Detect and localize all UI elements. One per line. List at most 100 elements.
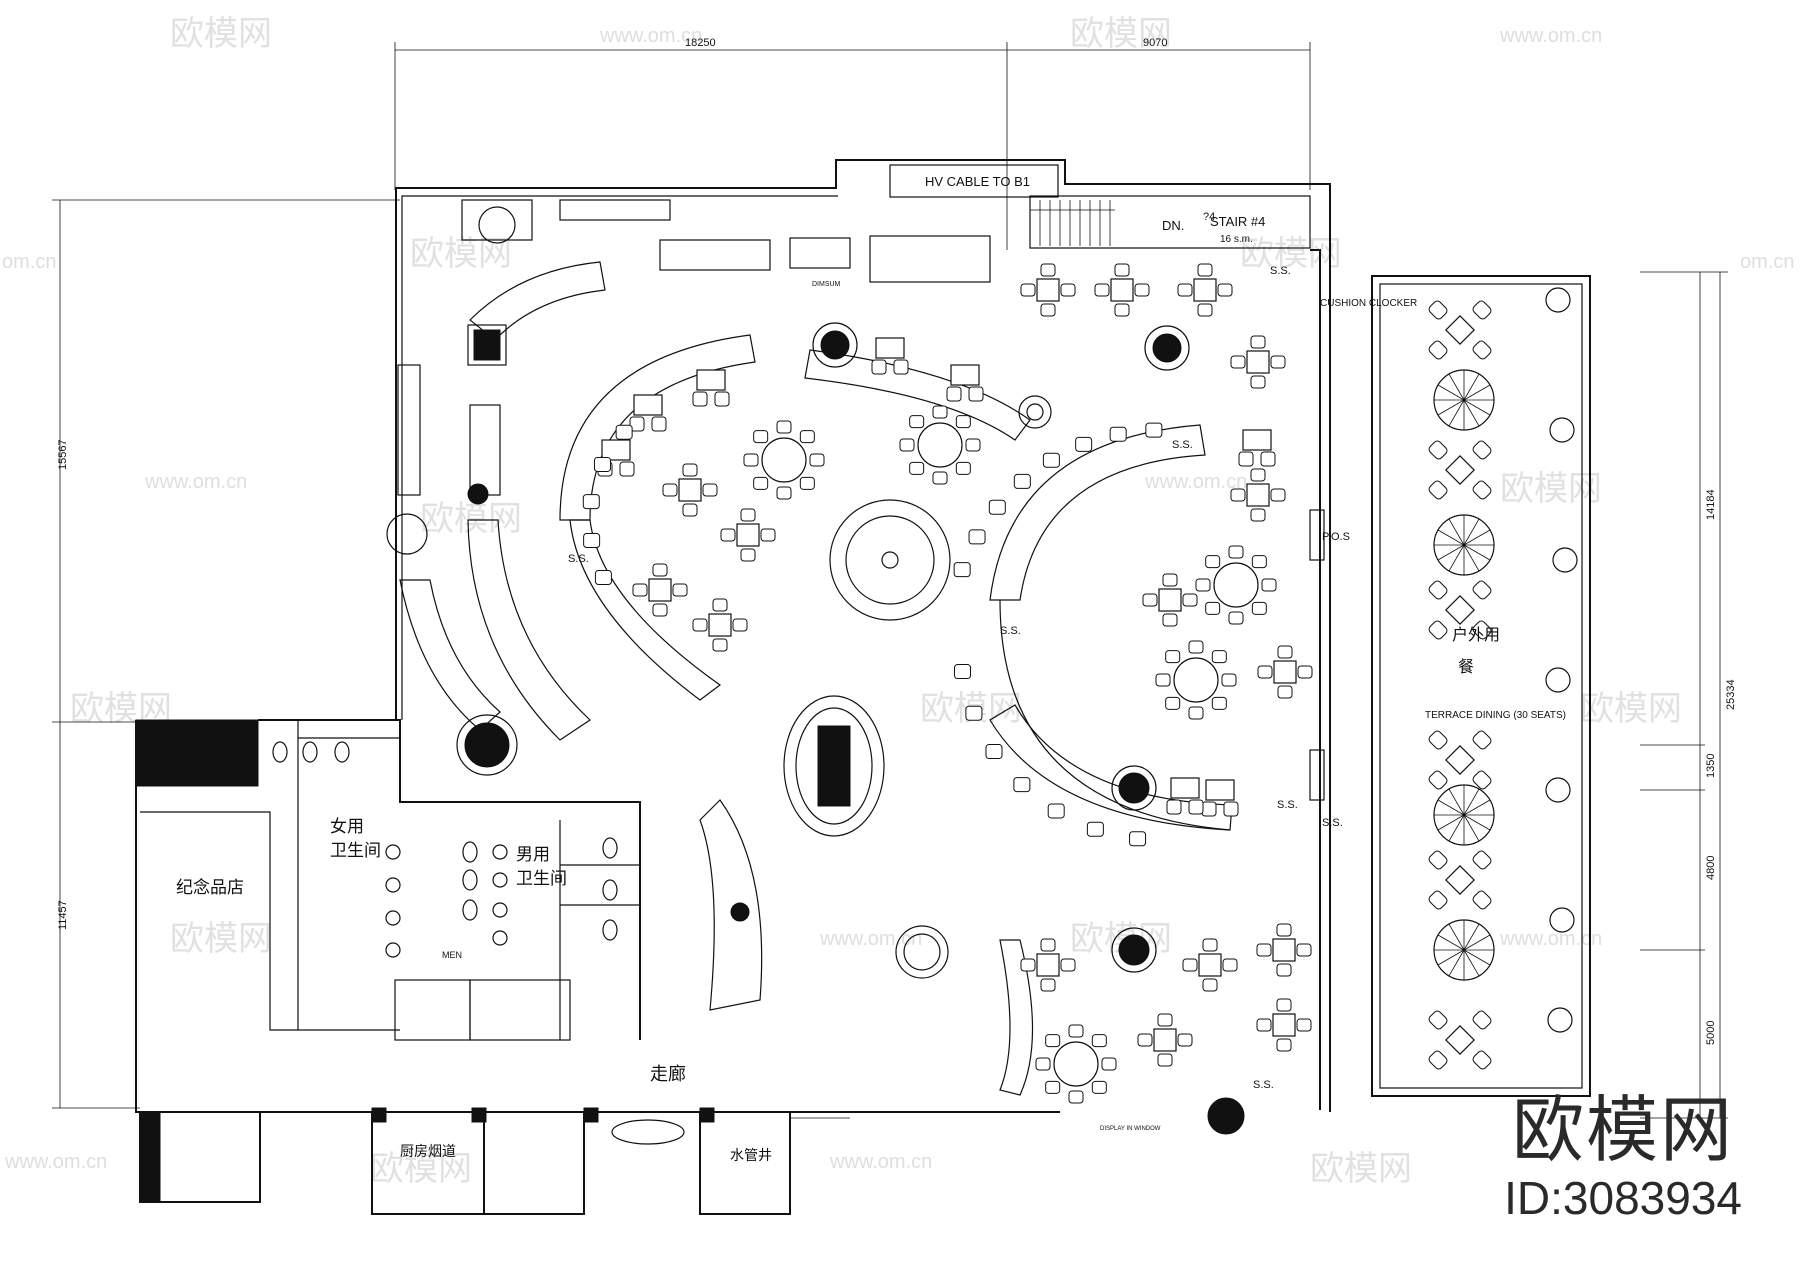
sink: [492, 930, 508, 946]
terrace-diamond-table: [1428, 850, 1492, 910]
chair: [1472, 770, 1492, 790]
umbrella-rib: [1437, 949, 1465, 966]
chair: [1276, 923, 1292, 937]
umbrella-rib: [1448, 814, 1465, 842]
umbrella-rib: [1463, 814, 1491, 831]
chair: [1202, 978, 1218, 992]
square-table: [1256, 923, 1312, 977]
umbrella-rib: [1463, 923, 1480, 951]
chair: [965, 438, 981, 452]
watermark-url: www.om.cn: [829, 1151, 932, 1173]
arc-chair: [988, 499, 1006, 515]
chair: [1256, 1018, 1272, 1032]
chair: [1257, 665, 1273, 679]
chair: [1114, 263, 1130, 277]
table-top: [1246, 350, 1270, 374]
watermark-cn: 欧模网: [1070, 14, 1172, 54]
umbrella-rib: [1448, 544, 1465, 572]
chair: [1230, 355, 1246, 369]
chair: [1256, 943, 1272, 957]
round-table: [1155, 640, 1237, 720]
chair: [1250, 375, 1266, 389]
square-table: [1020, 938, 1076, 992]
chair: [1428, 580, 1448, 600]
planter: [1552, 547, 1578, 573]
chair: [1428, 300, 1448, 320]
chair: [1472, 580, 1492, 600]
chair: [1223, 801, 1239, 817]
ss-label-5: S.S.: [1277, 799, 1298, 811]
watermark-url: www.om.cn: [1144, 471, 1247, 493]
chair: [1472, 620, 1492, 640]
chair: [1155, 673, 1171, 687]
table-top: [1246, 483, 1270, 507]
chair: [1157, 1053, 1173, 1067]
brand-watermark: 欧模网 ID:3083934: [1504, 1090, 1742, 1226]
chair: [740, 548, 756, 562]
umbrella-rib: [1463, 949, 1491, 966]
dim-right-2: 25334: [1725, 679, 1737, 710]
chair: [712, 638, 728, 652]
chair: [1068, 1024, 1084, 1038]
chair: [1165, 650, 1181, 664]
umbrella-rib: [1437, 934, 1465, 951]
chair: [1296, 1018, 1312, 1032]
planter: [1549, 907, 1575, 933]
booth-table: [1238, 429, 1276, 467]
umbrella-rib: [1437, 814, 1465, 831]
chair: [1276, 998, 1292, 1012]
terrace-furniture: [1428, 287, 1578, 1070]
square-table: [1182, 938, 1238, 992]
chair: [1165, 696, 1181, 710]
table-top: [761, 437, 807, 483]
square-table: [662, 463, 718, 517]
hv-cable-label: HV CABLE TO B1: [925, 174, 1030, 189]
chair: [871, 359, 887, 375]
chair: [932, 405, 948, 419]
table-top: [1036, 278, 1060, 302]
watermark-cn: 欧模网: [420, 499, 522, 539]
chair: [1197, 303, 1213, 317]
terrace-diamond-table: [1428, 730, 1492, 790]
watermark-cn: 欧模网: [1310, 1149, 1412, 1189]
chair: [652, 603, 668, 617]
watermark-cn: 欧模网: [1500, 469, 1602, 509]
table-top: [708, 613, 732, 637]
arc-chair: [583, 533, 601, 549]
table-top: [648, 578, 672, 602]
terrace-umbrella: [1433, 784, 1495, 846]
terrace-umbrella: [1433, 919, 1495, 981]
dim-top-2: 9070: [1143, 37, 1167, 49]
umbrella-rib: [1448, 923, 1465, 951]
umbrella-rib: [1437, 529, 1465, 546]
chair: [1040, 303, 1056, 317]
arc-chair: [1042, 452, 1060, 468]
watermark-url: www.om.cn: [819, 928, 922, 950]
chair: [809, 453, 825, 467]
table-top: [1272, 1013, 1296, 1037]
umbrella-rib: [1437, 544, 1465, 561]
ladies-label-2: 卫生间: [330, 841, 381, 861]
table-top: [1205, 779, 1235, 801]
table-top: [1445, 595, 1475, 625]
chair: [1297, 665, 1313, 679]
souvenir-label: 纪念品店: [176, 877, 244, 898]
chair: [1188, 799, 1204, 815]
watermark-cn: 欧模网: [170, 919, 272, 959]
dim-left-1: 15567: [57, 439, 69, 470]
chair: [955, 461, 971, 475]
chair: [1472, 1010, 1492, 1030]
planter: [1547, 1007, 1573, 1033]
umbrella-rib: [1463, 788, 1480, 816]
square-table: [1094, 263, 1150, 317]
umbrella-rib: [1463, 373, 1480, 401]
umbrella-rib: [1448, 788, 1465, 816]
table-top: [875, 337, 905, 359]
chair: [1202, 938, 1218, 952]
square-table: [632, 563, 688, 617]
terrace-diamond-table: [1428, 1010, 1492, 1070]
outer-walls: [135, 159, 1591, 1215]
watermark-url-short: om.cn: [1740, 251, 1794, 273]
chair: [1211, 696, 1227, 710]
